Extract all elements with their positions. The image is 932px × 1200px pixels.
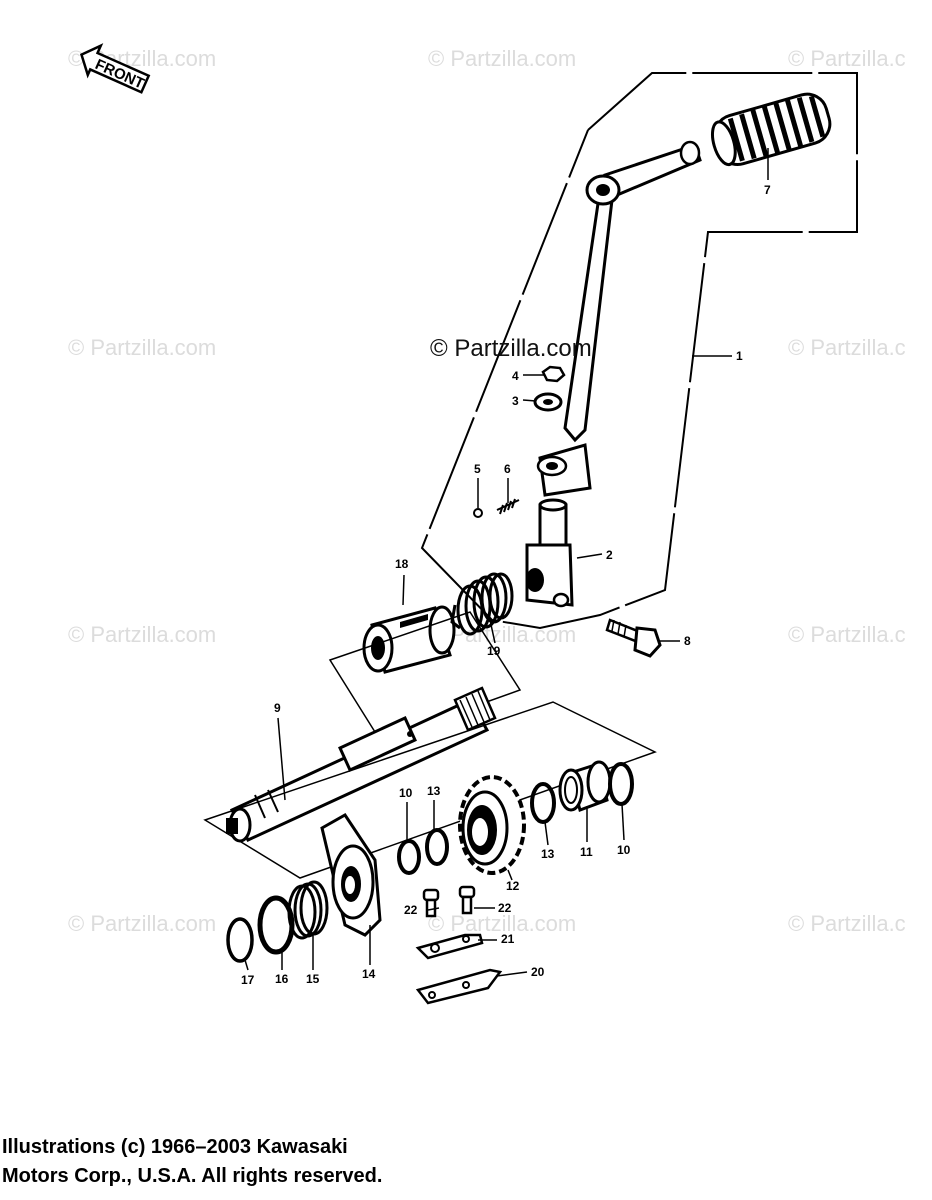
ratchet	[320, 813, 382, 937]
callout-14: 14	[362, 967, 376, 981]
group-box	[328, 611, 522, 741]
watermark: © Partzilla.c	[788, 46, 906, 71]
spring-guide	[362, 605, 456, 674]
assembly-outline	[420, 72, 858, 630]
copyright-line-1: Illustrations (c) 1966–2003 Kawasaki	[2, 1136, 348, 1158]
plate-20	[415, 968, 503, 1005]
callout-19: 19	[487, 644, 501, 658]
circlip-10a	[397, 839, 421, 875]
callout-7: 7	[764, 183, 771, 197]
watermark: © Partzilla.com	[68, 335, 217, 360]
callout-15: 15	[306, 972, 320, 986]
front-arrow-icon: FRONT	[79, 43, 151, 94]
kick-shaft-stub	[525, 498, 574, 608]
kick-gear	[458, 775, 526, 875]
circlip	[608, 762, 634, 806]
watermark: © Partzilla.c	[788, 622, 906, 647]
callout-16: 16	[275, 972, 289, 986]
leader-lines	[244, 148, 769, 977]
watermark: © Partzilla.com	[428, 46, 577, 71]
nut	[541, 365, 566, 383]
callout-4: 4	[512, 369, 519, 383]
bushing	[558, 760, 612, 812]
watermark: © Partzilla.c	[788, 911, 906, 936]
callout-6: 6	[504, 462, 511, 476]
callout-2: 2	[606, 548, 613, 562]
watermark: © Partzilla.com	[428, 911, 577, 936]
plate-bolt	[458, 885, 476, 915]
callout-11: 11	[580, 845, 593, 859]
callout-10b: 10	[617, 843, 631, 857]
callout-8: 8	[684, 634, 691, 648]
copyright-line-2: Motors Corp., U.S.A. All rights reserved…	[2, 1165, 383, 1187]
watermark: © Partzilla.c	[788, 335, 906, 360]
callout-9: 9	[274, 701, 281, 715]
callout-12: 12	[506, 879, 520, 893]
plate-21	[415, 933, 484, 960]
callout-22a: 22	[404, 903, 418, 917]
callout-5: 5	[474, 462, 481, 476]
watermark-center: © Partzilla.com	[430, 335, 592, 362]
kick-grip	[710, 92, 832, 167]
callout-1: 1	[736, 349, 743, 363]
callout-17: 17	[241, 973, 255, 987]
callout-18: 18	[395, 557, 409, 571]
callout-13b: 13	[541, 847, 555, 861]
kick-shaft	[226, 686, 497, 843]
copyright-notice: Illustrations (c) 1966–2003 Kawasaki Mot…	[2, 1133, 382, 1191]
small-spring	[496, 498, 520, 515]
return-spring	[450, 572, 514, 636]
washer-13a	[425, 828, 449, 866]
plate-bolt	[422, 888, 440, 918]
watermark: © Partzilla.com	[68, 622, 217, 647]
callout-21: 21	[501, 932, 515, 946]
collar	[257, 895, 295, 955]
callout-10a: 10	[399, 786, 413, 800]
ratchet-spring	[287, 880, 329, 940]
ball	[473, 508, 483, 518]
callout-3: 3	[512, 394, 519, 408]
circlip-17	[226, 917, 254, 963]
washer-13b	[530, 782, 556, 824]
callout-22b: 22	[498, 901, 512, 915]
shaft-box	[203, 701, 657, 879]
kick-arm	[536, 140, 702, 497]
washer	[533, 392, 563, 412]
callout-20: 20	[531, 965, 545, 979]
bolt	[605, 618, 662, 658]
callout-13a: 13	[427, 784, 441, 798]
watermark: © Partzilla.com	[68, 911, 217, 936]
